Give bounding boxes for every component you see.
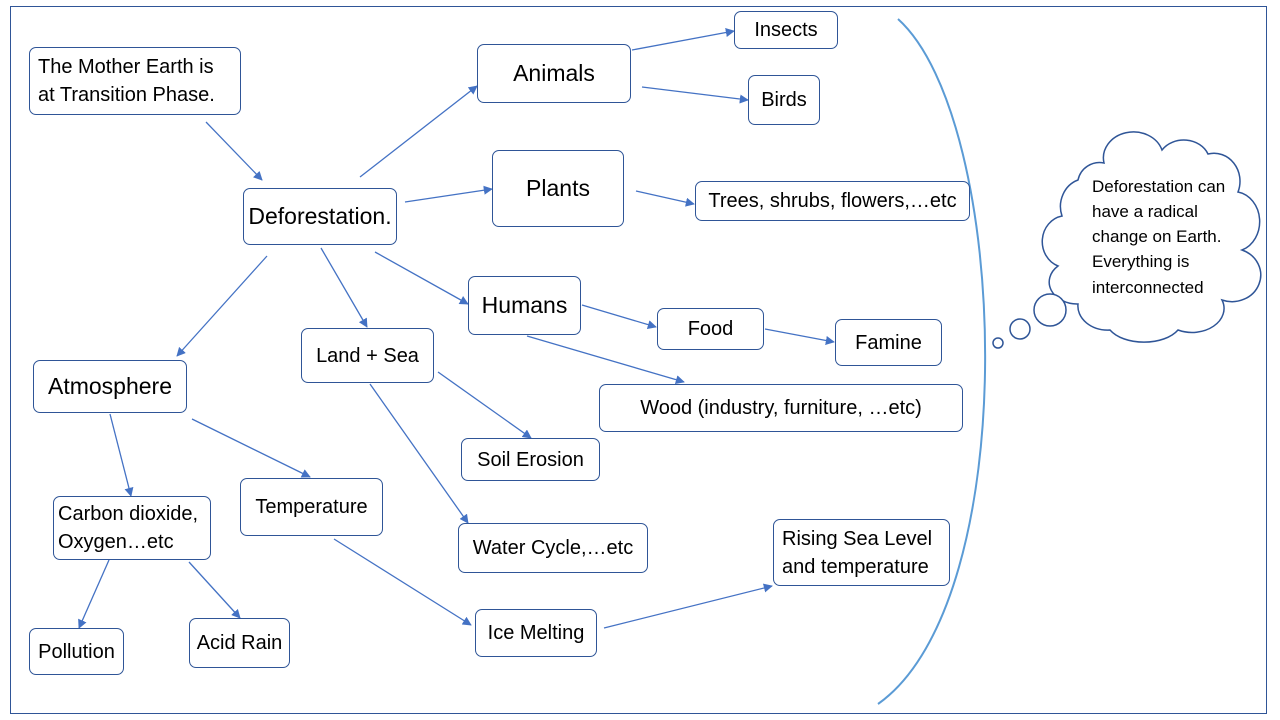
arrow-humans-to-food bbox=[581, 304, 657, 330]
arrow-carbon-to-pollution bbox=[78, 559, 110, 629]
thought-line-2: have a radical bbox=[1092, 202, 1198, 222]
node-plants: Plants bbox=[492, 150, 624, 227]
node-rising-sea-line-1: Rising Sea Level bbox=[782, 527, 933, 550]
node-famine: Famine bbox=[835, 319, 942, 366]
arrow-atmosphere-to-temperature bbox=[191, 418, 311, 478]
arrow-atmosphere-to-carbon bbox=[109, 413, 134, 497]
arrow-animals-to-birds bbox=[641, 86, 749, 104]
node-carbon-line-1: Carbon dioxide, bbox=[58, 503, 199, 525]
node-soil-erosion: Soil Erosion bbox=[461, 438, 600, 481]
node-mother-earth-line-1: The Mother Earth is bbox=[38, 56, 214, 78]
node-food: Food bbox=[657, 308, 764, 350]
node-atmosphere-label: Atmosphere bbox=[47, 373, 172, 400]
node-deforestation: Deforestation. bbox=[243, 188, 397, 245]
thought-line-1: Deforestation can bbox=[1092, 177, 1226, 196]
node-pollution: Pollution bbox=[29, 628, 124, 675]
node-atmosphere: Atmosphere bbox=[33, 360, 187, 413]
thought-line-3: change on Earth. bbox=[1092, 227, 1222, 247]
node-trees-label: Trees, shrubs, flowers,…etc bbox=[708, 190, 957, 212]
thought-line-5: interconnected bbox=[1092, 277, 1204, 297]
bracket-curve bbox=[877, 18, 987, 705]
node-ice-melting: Ice Melting bbox=[475, 609, 597, 657]
node-pollution-label: Pollution bbox=[38, 640, 115, 663]
thought-bubble-text: Deforestation can have a radical change … bbox=[1092, 174, 1252, 300]
node-insects: Insects bbox=[734, 11, 838, 49]
arrow-ice-melting-to-rising-sea bbox=[603, 583, 773, 629]
arrow-deforestation-to-atmosphere bbox=[176, 255, 268, 357]
arrow-humans-to-wood bbox=[526, 335, 685, 385]
node-land-sea: Land + Sea bbox=[301, 328, 434, 383]
node-temperature-label: Temperature bbox=[255, 496, 368, 518]
node-birds: Birds bbox=[748, 75, 820, 125]
thought-cloud bbox=[992, 131, 1262, 349]
node-wood-label: Wood (industry, furniture, …etc) bbox=[640, 397, 922, 419]
arrow-mother-earth-to-deforestation bbox=[205, 121, 263, 181]
node-acid-rain-label: Acid Rain bbox=[196, 632, 283, 654]
arrow-deforestation-to-plants bbox=[404, 185, 493, 203]
arrow-carbon-to-acid-rain bbox=[188, 561, 241, 619]
node-plants-label: Plants bbox=[526, 175, 590, 202]
node-food-label: Food bbox=[687, 318, 734, 340]
arrow-deforestation-to-humans bbox=[374, 251, 469, 305]
arrow-food-to-famine bbox=[764, 328, 835, 345]
node-animals: Animals bbox=[477, 44, 631, 103]
node-mother-earth-line-2: at Transition Phase. bbox=[38, 84, 215, 106]
thought-dot-large bbox=[1033, 293, 1067, 327]
node-rising-sea-line-2: and temperature bbox=[782, 555, 929, 578]
thought-dot-medium bbox=[1009, 318, 1031, 340]
arrow-deforestation-to-animals bbox=[359, 85, 478, 178]
node-famine-label: Famine bbox=[855, 331, 922, 354]
node-humans: Humans bbox=[468, 276, 581, 335]
node-water-cycle: Water Cycle,…etc bbox=[458, 523, 648, 573]
node-temperature: Temperature bbox=[240, 478, 383, 536]
thought-dot-small bbox=[992, 337, 1004, 349]
node-water-cycle-label: Water Cycle,…etc bbox=[472, 537, 634, 559]
node-carbon-line-2: Oxygen…etc bbox=[58, 531, 174, 553]
thought-line-4: Everything is bbox=[1092, 252, 1190, 272]
node-wood: Wood (industry, furniture, …etc) bbox=[599, 384, 963, 432]
arrow-land-sea-to-water-cycle bbox=[369, 383, 469, 524]
node-ice-melting-label: Ice Melting bbox=[487, 622, 585, 644]
arrow-temperature-to-ice-melting bbox=[333, 538, 472, 626]
node-mother-earth: The Mother Earth is at Transition Phase. bbox=[29, 47, 241, 115]
node-rising-sea: Rising Sea Level and temperature bbox=[773, 519, 950, 586]
node-trees: Trees, shrubs, flowers,…etc bbox=[695, 181, 970, 221]
arrow-plants-to-trees bbox=[635, 190, 695, 207]
node-deforestation-label: Deforestation. bbox=[248, 203, 392, 230]
node-carbon: Carbon dioxide, Oxygen…etc bbox=[53, 496, 211, 560]
node-animals-label: Animals bbox=[513, 60, 595, 87]
slide-border bbox=[10, 6, 1267, 714]
node-insects-label: Insects bbox=[754, 19, 818, 41]
arrow-land-sea-to-soil-erosion bbox=[437, 371, 532, 439]
node-humans-label: Humans bbox=[481, 292, 568, 319]
arrow-deforestation-to-land-sea bbox=[320, 247, 368, 328]
node-birds-label: Birds bbox=[761, 89, 807, 111]
node-land-sea-label: Land + Sea bbox=[316, 344, 419, 367]
node-soil-erosion-label: Soil Erosion bbox=[477, 448, 584, 471]
node-acid-rain: Acid Rain bbox=[189, 618, 290, 668]
arrow-animals-to-insects bbox=[631, 28, 735, 51]
